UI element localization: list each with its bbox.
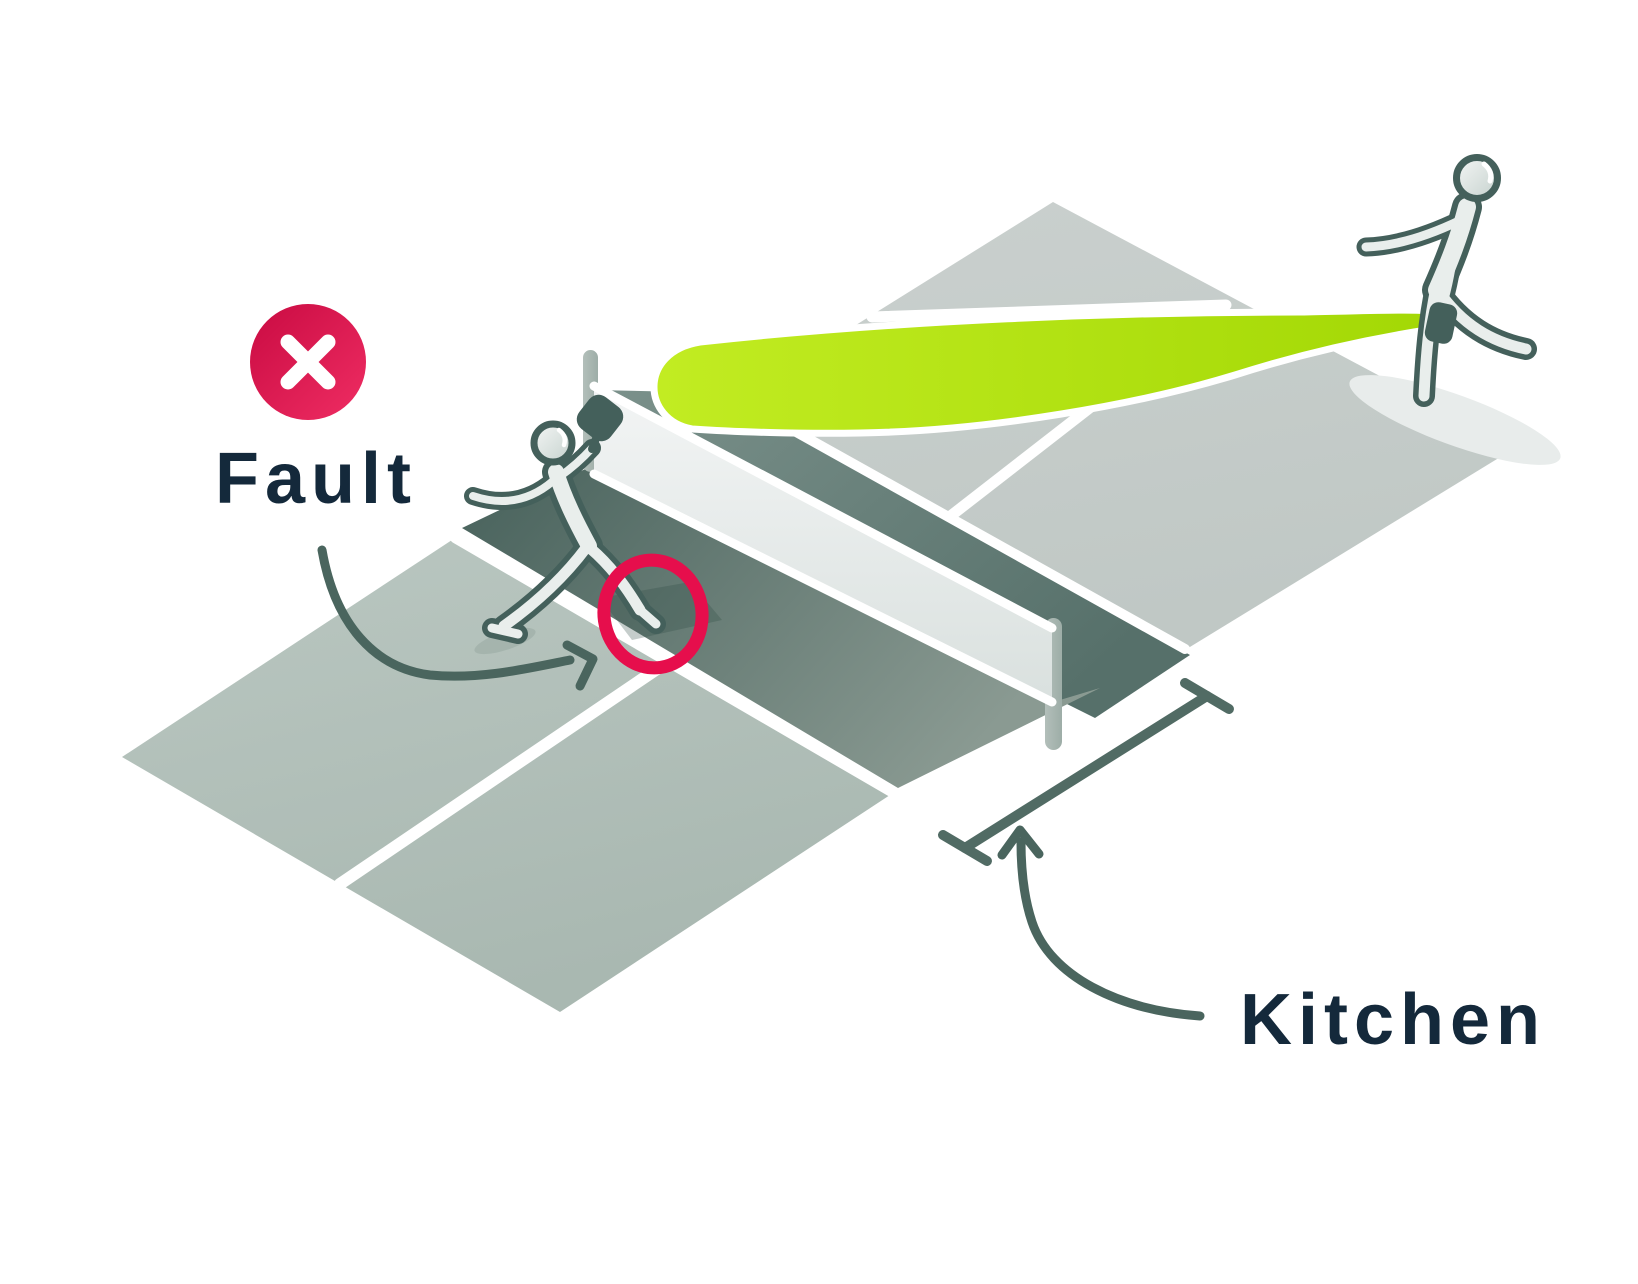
net-bottom-edge bbox=[589, 469, 1057, 707]
x-icon bbox=[280, 334, 336, 390]
ball-trail-swoosh bbox=[650, 306, 1439, 437]
player-left-head-highlight bbox=[556, 427, 568, 448]
fault-label: Fault bbox=[215, 439, 417, 519]
player-right-head-highlight bbox=[1481, 161, 1494, 184]
player-right bbox=[1349, 154, 1561, 465]
red-circle-icon bbox=[597, 553, 709, 675]
paddle-right bbox=[1424, 302, 1458, 344]
fault-callout: Fault bbox=[215, 304, 598, 691]
near-centerline bbox=[334, 663, 663, 890]
far-kitchen-line bbox=[734, 395, 1190, 654]
kitchen-label: Kitchen bbox=[1240, 980, 1546, 1060]
far-baseline bbox=[866, 299, 1232, 323]
player-left bbox=[464, 394, 722, 655]
net-top-edge bbox=[589, 381, 1057, 633]
dimension-bracket-icon bbox=[938, 678, 1234, 866]
near-kitchen-zone bbox=[462, 462, 1100, 788]
kitchen-arrow-icon bbox=[997, 825, 1205, 1021]
fault-arrow-icon bbox=[317, 545, 598, 691]
net-band bbox=[594, 382, 1052, 706]
kitchen-callout: Kitchen bbox=[997, 825, 1546, 1060]
paddle-left bbox=[576, 394, 624, 442]
player-right-shadow bbox=[1349, 375, 1561, 465]
